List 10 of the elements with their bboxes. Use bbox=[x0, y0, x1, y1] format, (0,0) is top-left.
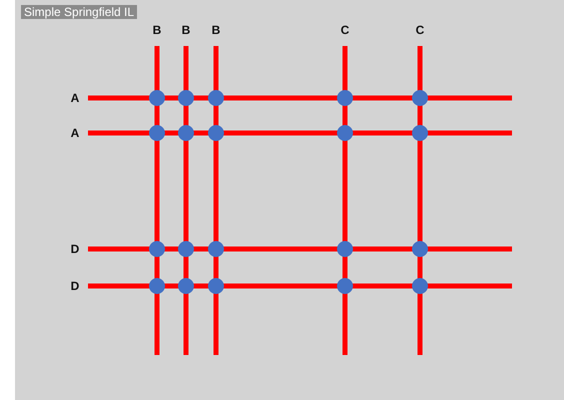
street-label: D bbox=[70, 242, 80, 256]
street-label: A bbox=[70, 126, 80, 140]
street-label: C bbox=[340, 23, 350, 37]
street-label: C bbox=[416, 23, 424, 37]
street-label: B bbox=[212, 23, 220, 37]
street-label: B bbox=[182, 23, 190, 37]
street-label: B bbox=[152, 23, 162, 37]
street-label: D bbox=[70, 279, 80, 293]
title: Simple Springfield IL bbox=[21, 5, 138, 19]
street-label: A bbox=[70, 91, 80, 105]
